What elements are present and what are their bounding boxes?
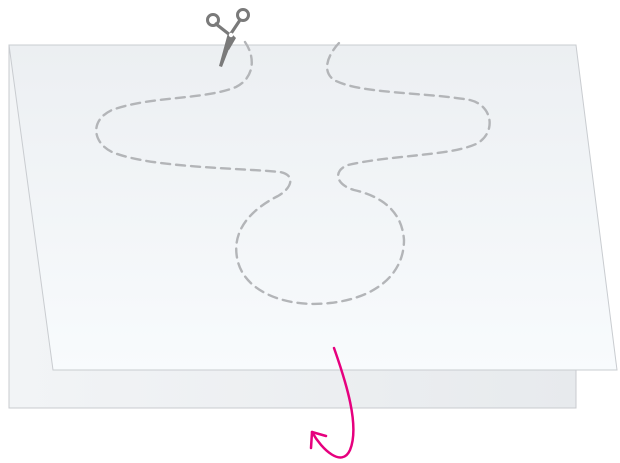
front-sheet xyxy=(9,45,617,370)
